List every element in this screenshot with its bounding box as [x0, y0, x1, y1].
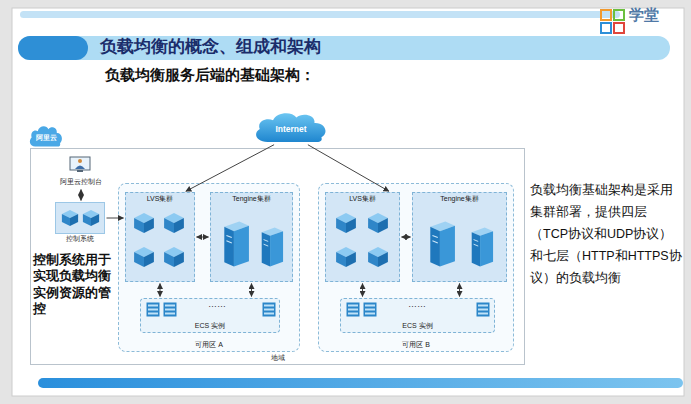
bottom-bar — [38, 378, 683, 388]
figure-part — [601, 10, 611, 20]
figure-part — [364, 303, 377, 317]
figure-part — [77, 170, 83, 172]
figure-part — [62, 210, 78, 226]
banner-accent — [18, 36, 88, 60]
title-holder: 负载均衡的概念、组成和架构 — [100, 37, 321, 57]
label-holder: 负载均衡服务后端的基础架构： — [105, 67, 315, 84]
connector-arrow — [186, 145, 274, 192]
connector-arrow — [362, 284, 363, 297]
cloud-shape: Internet — [252, 110, 330, 144]
figure-part — [263, 303, 276, 317]
note-text: 负载均衡基础架构是采用集群部署，提供四层（TCP协议和UDP协议）和七层（HTT… — [530, 180, 682, 289]
note-text: 控制系统用于实现负载均衡实例资源的管控 — [33, 252, 117, 317]
figure-part — [614, 10, 624, 20]
ellipsis-mark: …… — [208, 300, 226, 309]
connector-arrow — [197, 237, 209, 238]
figure-part — [164, 303, 177, 317]
label-holder: …… — [208, 300, 226, 309]
node-label: 阿里云控制台 — [60, 178, 102, 186]
ecs-icons — [147, 303, 490, 317]
figure-part — [477, 303, 490, 317]
ellipsis-mark: …… — [408, 300, 426, 309]
label-holder: 负载均衡基础架构是采用集群部署，提供四层（TCP协议和UDP协议）和七层（HTT… — [530, 180, 682, 289]
connector-arrow — [160, 284, 161, 297]
zone-box: 可用区 B LVS集群 Tengine集群 ECS 实例 — [318, 183, 514, 352]
node-label: Internet — [275, 124, 306, 134]
figure-part — [164, 213, 184, 233]
figure-part — [134, 247, 154, 267]
top-strip — [20, 11, 620, 18]
node-label: 地域 — [271, 354, 285, 362]
node-label: Tengine集群 — [232, 195, 271, 203]
connector-arrow — [251, 284, 252, 297]
connector-arrow — [107, 218, 124, 219]
label-holder: 学堂 — [629, 6, 659, 24]
tengine-icons — [224, 222, 493, 267]
figure-part — [430, 222, 455, 267]
connector-arrow — [459, 284, 460, 297]
cluster-box: LVS集群 — [125, 192, 195, 282]
slide-title: 负载均衡的概念、组成和架构 — [100, 37, 321, 56]
control-icons — [62, 210, 99, 226]
subtitle: 负载均衡服务后端的基础架构： — [105, 67, 315, 84]
figure-part — [368, 247, 388, 267]
watermark: 学堂 — [629, 6, 659, 24]
node-label: LVS集群 — [349, 195, 376, 203]
figure-part — [78, 159, 82, 163]
console-icon — [70, 157, 90, 172]
figure-part — [472, 228, 493, 267]
figure-part — [147, 303, 160, 317]
node-label: Tengine集群 — [440, 195, 479, 203]
zone-box: 可用区 A LVS集群 Tengine集群 ECS 实例 — [118, 183, 300, 352]
cluster-box: LVS集群 — [325, 192, 400, 282]
figure-part — [336, 247, 356, 267]
figure-part — [164, 247, 184, 267]
node-label: ECS 实例 — [195, 322, 225, 330]
label-holder: 控制系统用于实现负载均衡实例资源的管控 — [33, 252, 117, 317]
node-label: 可用区 B — [402, 341, 430, 349]
node-label: ECS 实例 — [402, 322, 432, 330]
node-label: LVS集群 — [147, 195, 174, 203]
figure-part — [601, 23, 611, 33]
figure-part — [368, 213, 388, 233]
figure-part — [75, 166, 85, 170]
figure-part — [224, 222, 249, 267]
label-holder: …… — [408, 300, 426, 309]
title-banner — [18, 36, 670, 60]
figure-part — [83, 210, 99, 226]
figure-part — [336, 213, 356, 233]
lvs-icons — [134, 213, 388, 267]
connector-arrow — [308, 145, 389, 192]
connector-arrow — [81, 190, 82, 201]
logo-squares — [601, 10, 624, 33]
slide-panel — [12, 8, 684, 396]
cloud-fill — [256, 113, 325, 142]
figure-part — [614, 23, 624, 33]
figure-part — [70, 157, 90, 170]
node-label: 阿里云 — [36, 134, 57, 142]
node-label: 可用区 A — [195, 341, 223, 349]
connector-arrow — [402, 237, 411, 238]
figure-part — [347, 303, 360, 317]
figure-part — [134, 213, 154, 233]
cloud-shape: 阿里云 — [28, 124, 64, 148]
cloud-fill — [30, 126, 62, 146]
figure-part — [262, 228, 283, 267]
node-label: 控制系统 — [66, 235, 94, 243]
